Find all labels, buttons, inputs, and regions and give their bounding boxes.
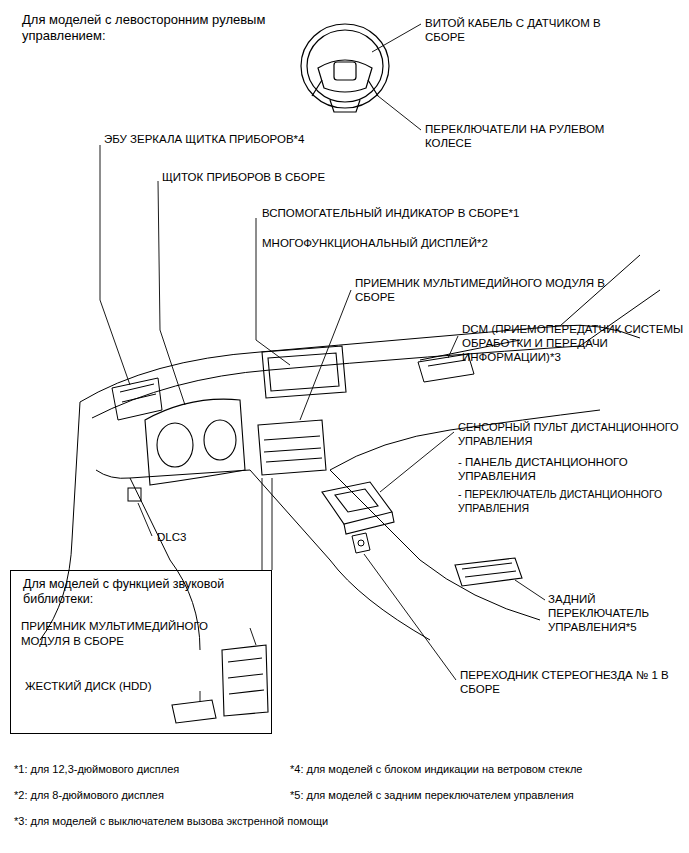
stereo-jack-adapter — [352, 533, 370, 553]
inset-receiver — [222, 645, 268, 716]
part-label: ПЕРЕХОДНИК СТЕРЕОГНЕЗДА № 1 В СБОРЕ — [460, 668, 684, 696]
steering-wheel — [301, 24, 389, 112]
part-label: ВИТОЙ КАБЕЛЬ С ДАТЧИКОМ В СБОРЕ — [425, 16, 625, 44]
inset-box: Для моделей с функцией звуковой библиоте… — [10, 570, 272, 734]
part-label: DCM (ПРИЕМОПЕРЕДАТЧИК СИСТЕМЫ ОБРАБОТКИ … — [462, 322, 684, 364]
footnote: *3: для моделей с выключателем вызова эк… — [14, 814, 434, 828]
dlc3-connector — [128, 488, 141, 501]
part-label: ПЕРЕКЛЮЧАТЕЛИ НА РУЛЕВОМ КОЛЕСЕ — [425, 122, 625, 150]
mirror-ecu — [112, 378, 162, 420]
rear-control-switch — [455, 558, 522, 586]
footnote: *5: для моделей с задним переключателем … — [290, 788, 680, 802]
part-label: ЩИТОК ПРИБОРОВ В СБОРЕ — [162, 170, 422, 184]
part-name: ПРИЕМНИК МУЛЬТИМЕДИЙНОГО МОДУЛЯ В СБОРЕ — [21, 619, 236, 649]
inset-heading: Для моделей с функцией звуковой библиоте… — [23, 577, 263, 607]
footnote: *1: для 12,3-дюймового дисплея — [14, 762, 284, 776]
inset-hdd — [172, 700, 216, 723]
instrument-cluster — [145, 399, 245, 485]
part-label: ПРИЕМНИК МУЛЬТИМЕДИЙНОГО МОДУЛЯ В СБОРЕ — [355, 276, 625, 304]
model-note: Для моделей с левосторонним рулевым упра… — [22, 12, 272, 44]
multimedia-receiver — [258, 420, 326, 475]
part-label: ЗАДНИЙ ПЕРЕКЛЮЧАТЕЛЬ УПРАВЛЕНИЯ*5 — [548, 592, 678, 634]
part-label: МНОГОФУНКЦИОНАЛЬНЫЙ ДИСПЛЕЙ*2 — [262, 236, 592, 250]
part-label: ВСПОМОГАТЕЛЬНЫЙ ИНДИКАТОР В СБОРЕ*1 — [262, 206, 592, 220]
part-label: - ПЕРЕКЛЮЧАТЕЛЬ ДИСТАНЦИОННОГО УПРАВЛЕНИ… — [458, 487, 673, 515]
footnote: *4: для моделей с блоком индикации на ве… — [290, 762, 680, 776]
part-label: - ПАНЕЛЬ ДИСТАНЦИОННОГО УПРАВЛЕНИЯ — [458, 455, 673, 483]
part-name: ЖЕСТКИЙ ДИСК (HDD) — [25, 679, 185, 694]
part-label: DLC3 — [157, 530, 217, 544]
part-label: ЭБУ ЗЕРКАЛА ЩИТКА ПРИБОРОВ*4 — [104, 132, 404, 146]
footnote: *2: для 8-дюймового дисплея — [14, 788, 284, 802]
part-label: СЕНСОРНЫЙ ПУЛЬТ ДИСТАНЦИОННОГО УПРАВЛЕНИ… — [458, 420, 684, 448]
